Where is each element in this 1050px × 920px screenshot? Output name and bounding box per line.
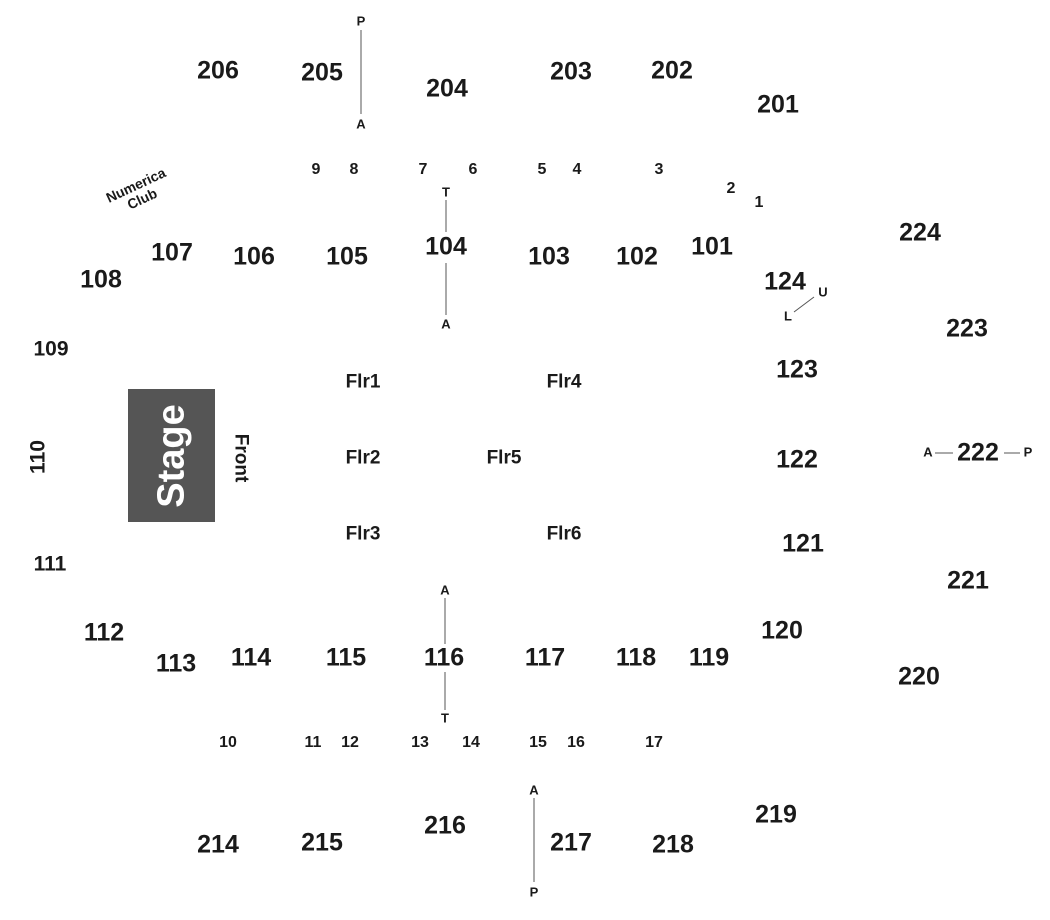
section-202[interactable]: 202 (651, 56, 693, 85)
marker-205-p: P (356, 13, 366, 29)
box-11[interactable]: 11 (304, 734, 322, 751)
section-215[interactable]: 215 (301, 828, 343, 857)
stage-label: Stage (150, 403, 192, 508)
front-label: Front (230, 433, 252, 483)
box-4[interactable]: 4 (572, 161, 582, 178)
section-122[interactable]: 122 (776, 445, 818, 474)
section-201[interactable]: 201 (757, 90, 799, 119)
section-107[interactable]: 107 (151, 238, 193, 267)
section-110[interactable]: 110 (26, 440, 50, 474)
section-115[interactable]: 115 (325, 643, 367, 672)
section-104[interactable]: 104 (425, 232, 467, 261)
section-223[interactable]: 223 (946, 314, 988, 343)
marker-104-a: A (441, 316, 451, 332)
box-7[interactable]: 7 (418, 161, 428, 178)
section-219[interactable]: 219 (755, 800, 797, 829)
floor-5[interactable]: Flr5 (486, 447, 522, 469)
box-15[interactable]: 15 (529, 734, 547, 751)
box-14[interactable]: 14 (462, 734, 480, 751)
section-204[interactable]: 204 (426, 74, 468, 103)
section-120[interactable]: 120 (761, 616, 803, 645)
marker-222-a: A (923, 444, 933, 460)
marker-217-p: P (529, 884, 539, 900)
marker-116-a: A (440, 582, 450, 598)
section-218[interactable]: 218 (652, 830, 694, 859)
section-119[interactable]: 119 (688, 643, 730, 672)
section-114[interactable]: 114 (230, 643, 272, 672)
box-8[interactable]: 8 (349, 161, 359, 178)
marker-104-t: T (442, 184, 450, 200)
range-line-124 (793, 296, 815, 313)
marker-124-u: U (818, 284, 828, 300)
section-106[interactable]: 106 (233, 242, 275, 271)
box-5[interactable]: 5 (537, 161, 547, 178)
section-117[interactable]: 117 (524, 643, 566, 672)
floor-4[interactable]: Flr4 (546, 371, 582, 393)
floor-2[interactable]: Flr2 (345, 447, 381, 469)
marker-222-p: P (1023, 444, 1033, 460)
section-112[interactable]: 112 (83, 618, 125, 647)
section-108[interactable]: 108 (80, 265, 122, 294)
floor-3[interactable]: Flr3 (345, 523, 381, 545)
section-111[interactable]: 111 (33, 552, 67, 576)
section-222[interactable]: 222 (957, 438, 999, 467)
box-6[interactable]: 6 (468, 161, 478, 178)
box-9[interactable]: 9 (311, 161, 321, 178)
box-1[interactable]: 1 (754, 194, 764, 211)
section-101[interactable]: 101 (691, 232, 733, 261)
marker-124-l: L (784, 308, 792, 324)
section-220[interactable]: 220 (898, 662, 940, 691)
box-17[interactable]: 17 (645, 734, 663, 751)
marker-217-a: A (529, 782, 539, 798)
section-118[interactable]: 118 (615, 643, 657, 672)
section-214[interactable]: 214 (197, 830, 239, 859)
section-217[interactable]: 217 (550, 828, 592, 857)
floor-1[interactable]: Flr1 (345, 371, 381, 393)
box-13[interactable]: 13 (411, 734, 429, 751)
section-124[interactable]: 124 (764, 267, 806, 296)
marker-205-a: A (356, 116, 366, 132)
stage: Stage (128, 389, 215, 522)
section-206[interactable]: 206 (197, 56, 239, 85)
section-205[interactable]: 205 (301, 58, 343, 87)
box-10[interactable]: 10 (219, 734, 237, 751)
section-103[interactable]: 103 (528, 242, 570, 271)
section-224[interactable]: 224 (899, 218, 941, 247)
section-203[interactable]: 203 (550, 57, 592, 86)
box-16[interactable]: 16 (567, 734, 585, 751)
section-121[interactable]: 121 (782, 529, 824, 558)
section-116[interactable]: 116 (423, 643, 465, 672)
section-109[interactable]: 109 (33, 337, 69, 361)
marker-116-t: T (441, 710, 449, 726)
section-123[interactable]: 123 (776, 355, 818, 384)
box-2[interactable]: 2 (726, 180, 736, 197)
section-113[interactable]: 113 (155, 649, 197, 678)
section-105[interactable]: 105 (326, 242, 368, 271)
box-3[interactable]: 3 (654, 161, 664, 178)
section-216[interactable]: 216 (424, 811, 466, 840)
section-221[interactable]: 221 (947, 566, 989, 595)
floor-6[interactable]: Flr6 (546, 523, 582, 545)
box-12[interactable]: 12 (341, 734, 359, 751)
section-102[interactable]: 102 (616, 242, 658, 271)
